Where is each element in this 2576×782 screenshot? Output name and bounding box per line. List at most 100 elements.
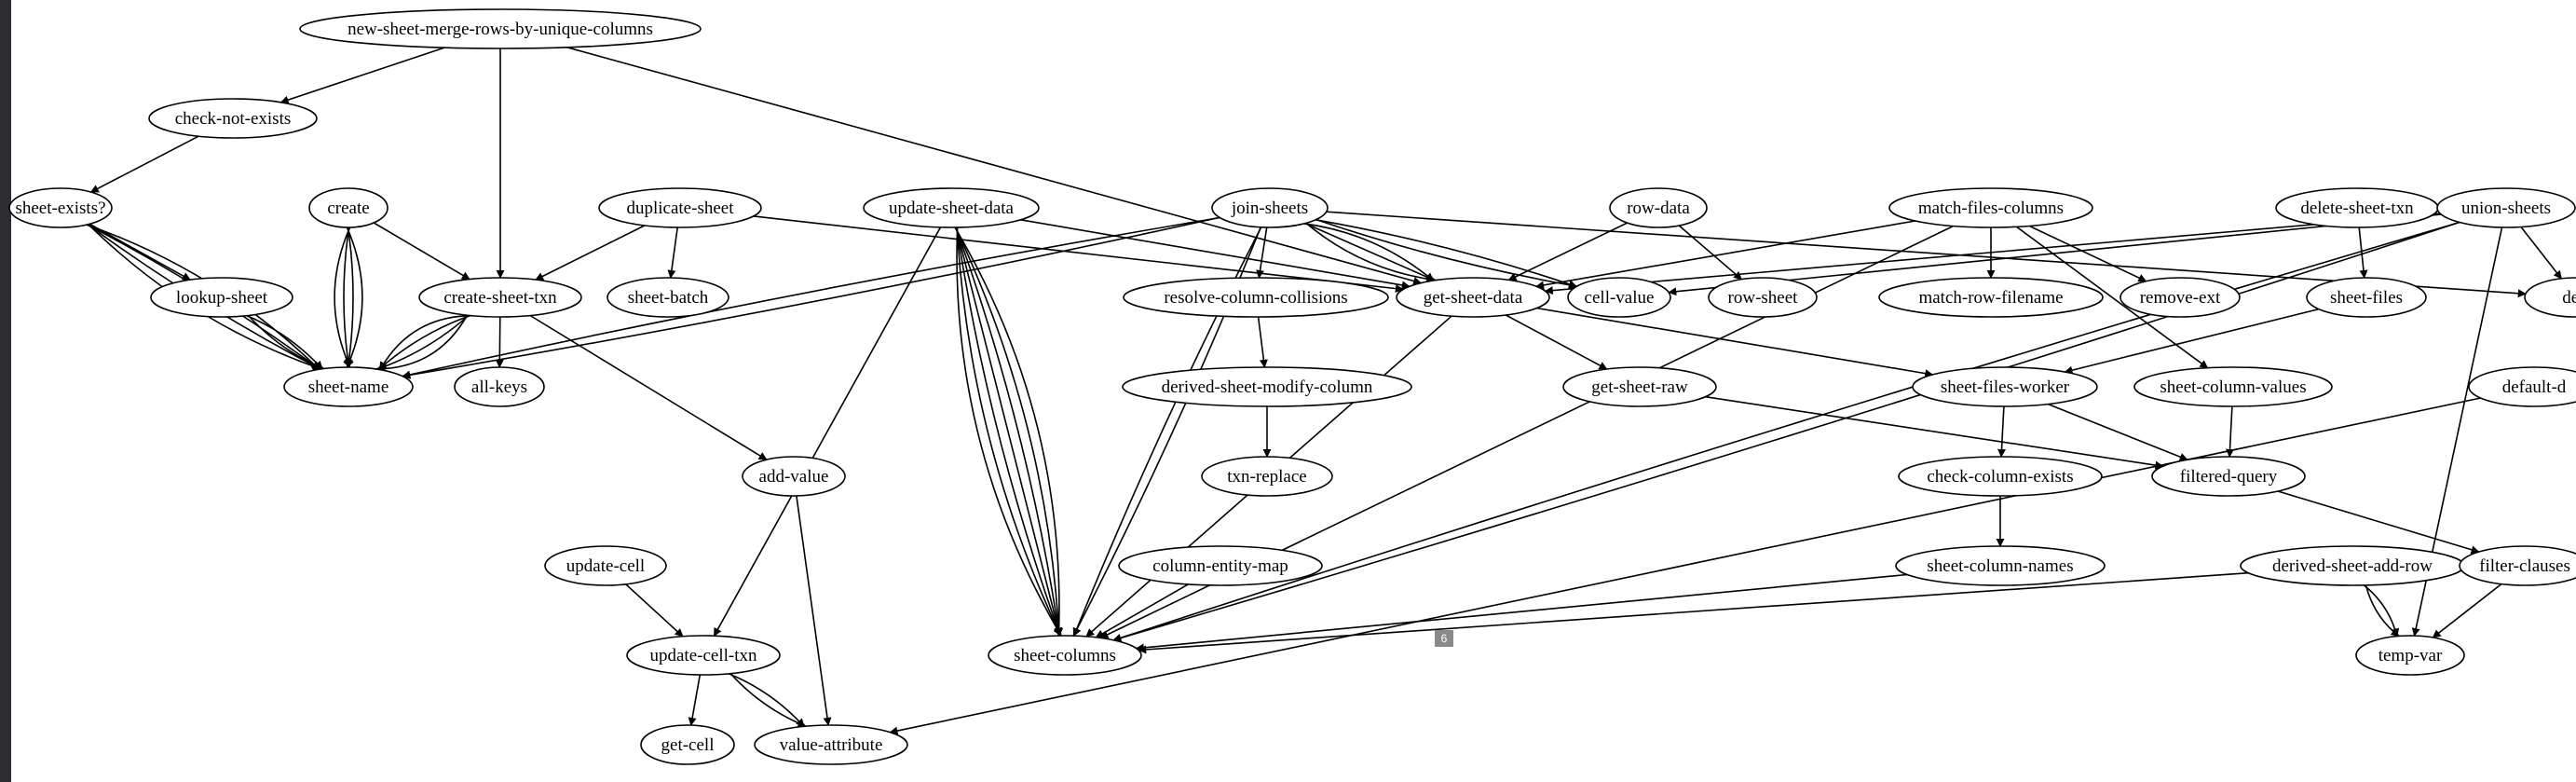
edge-derived-sheet-add-row-to-temp-var [2365,584,2400,638]
node-filter-clauses[interactable]: filter-clauses [2459,545,2576,586]
edge-join-sheets-to-cell-value [1315,218,1578,290]
node-shape [1898,456,2103,497]
node-default-d[interactable]: default-d [2468,366,2576,407]
edge-match-files-columns-to-sheet-column-values [2016,226,2209,369]
node-match-files-columns[interactable]: match-files-columns [1888,187,2093,228]
node-union-sheets[interactable]: union-sheets [2436,187,2576,228]
node-derived-sheet-modify-column[interactable]: derived-sheet-modify-column [1122,366,1412,407]
node-label: resolve-column-collisions [1164,288,1347,308]
node-label: sheet-files [2330,288,2403,308]
edge-create-sheet-txn-to-sheet-name [376,314,470,371]
node-label: get-sheet-data [1424,288,1523,308]
node-duplicate-sheet[interactable]: duplicate-sheet [598,187,762,228]
edge-duplicate-sheet-to-sheet-batch [667,226,678,279]
edge-filter-clauses-to-temp-var [2432,583,2502,638]
node-shape [1118,545,1323,586]
edge-add-value-to-value-attribute [796,495,832,726]
node-sheet-name[interactable]: sheet-name [283,366,414,407]
node-label: filtered-query [2180,467,2278,487]
edge-update-sheet-data-to-sheet-columns [956,226,1062,637]
node-txn-replace[interactable]: txn-replace [1201,456,1333,497]
node-shape [598,187,762,228]
node-deri[interactable]: deri [2524,277,2576,318]
node-sheet-column-values[interactable]: sheet-column-values [2133,366,2333,407]
node-cell-value[interactable]: cell-value [1567,277,1671,318]
node-label: update-sheet-data [889,199,1015,218]
node-get-sheet-data[interactable]: get-sheet-data [1396,277,1550,318]
node-label: sheet-columns [1014,646,1116,665]
node-column-entity-map[interactable]: column-entity-map [1118,545,1323,586]
node-shape [1562,366,1717,407]
node-derived-sheet-add-row[interactable]: derived-sheet-add-row [2240,545,2465,586]
node-add-value[interactable]: add-value [742,456,846,497]
node-match-row-filename[interactable]: match-row-filename [1878,277,2104,318]
node-create-sheet-txn[interactable]: create-sheet-txn [418,277,582,318]
node-sheet-files[interactable]: sheet-files [2306,277,2427,318]
edge-create-sheet-txn-to-sheet-name [375,314,469,374]
node-sheet-files-worker[interactable]: sheet-files-worker [1912,366,2098,407]
edge-sheet-files-worker-to-check-column-exists [1997,405,2007,458]
edge-new-sheet-merge-rows-by-unique-columns-to-check-not-exists [279,47,444,104]
node-update-cell-txn[interactable]: update-cell-txn [626,635,781,676]
node-delete-sheet-txn[interactable]: delete-sheet-txn [2275,187,2439,228]
node-shape [2119,277,2241,318]
edge-update-sheet-data-to-update-cell-txn [713,226,942,637]
node-all-keys[interactable]: all-keys [454,366,545,407]
node-label: get-cell [661,735,715,755]
node-shape [742,456,846,497]
edge-duplicate-sheet-to-create-sheet-txn [535,225,646,281]
node-shape [1912,366,2098,407]
node-shape [754,724,908,765]
node-shape [2436,187,2576,228]
edge-join-sheets-to-get-sheet-data [1304,222,1436,281]
node-shape [863,187,1040,228]
edge-match-files-columns-to-remove-ext [2028,225,2147,282]
node-label: deri [2562,288,2576,308]
edge-update-sheet-data-to-sheet-columns [954,226,1064,637]
node-sheet-columns[interactable]: sheet-columns [988,635,1142,676]
node-shape [2459,545,2576,586]
edge-count-badge-label: 6 [1441,632,1448,645]
node-label: cell-value [1585,288,1655,308]
node-value-attribute[interactable]: value-attribute [754,724,908,765]
node-shape [640,724,735,765]
node-shape [1895,545,2106,586]
node-join-sheets[interactable]: join-sheets [1211,187,1329,228]
node-label: sheet-files-worker [1941,377,2070,397]
node-create[interactable]: create [308,187,388,228]
node-shape [607,277,729,318]
node-sheet-exists[interactable]: sheet-exists? [8,187,113,228]
node-new-sheet-merge-rows-by-unique-columns[interactable]: new-sheet-merge-rows-by-unique-columns [299,8,702,49]
edge-sheet-column-names-to-sheet-columns [1135,573,1908,652]
node-shape [2133,366,2333,407]
nodes-layer: new-sheet-merge-rows-by-unique-columns ch… [8,8,2576,765]
node-shape [1201,456,1333,497]
node-row-sheet[interactable]: row-sheet [1708,277,1818,318]
edge-union-sheets-to-sheet-columns [1112,221,2460,642]
edge-create-to-sheet-name [346,226,363,368]
node-get-sheet-raw[interactable]: get-sheet-raw [1562,366,1717,407]
node-update-cell[interactable]: update-cell [544,545,667,586]
node-label: sheet-name [308,377,389,397]
node-shape [299,8,702,49]
node-check-not-exists[interactable]: check-not-exists [148,98,318,139]
node-temp-var[interactable]: temp-var [2355,635,2465,676]
node-sheet-batch[interactable]: sheet-batch [607,277,729,318]
node-filtered-query[interactable]: filtered-query [2151,456,2306,497]
node-shape [308,187,388,228]
node-remove-ext[interactable]: remove-ext [2119,277,2241,318]
node-label: sheet-batch [628,288,709,308]
node-row-data[interactable]: row-data [1609,187,1708,228]
edge-union-sheets-to-deri [2520,226,2562,280]
edge-update-cell-to-update-cell-txn [625,583,684,638]
node-label: derived-sheet-add-row [2272,556,2433,576]
node-update-sheet-data[interactable]: update-sheet-data [863,187,1040,228]
node-label: temp-var [2378,646,2443,665]
node-check-column-exists[interactable]: check-column-exists [1898,456,2103,497]
node-label: row-sheet [1728,288,1799,308]
node-sheet-column-names[interactable]: sheet-column-names [1895,545,2106,586]
edge-create-to-sheet-name [334,226,351,368]
node-lookup-sheet[interactable]: lookup-sheet [150,277,293,318]
node-resolve-column-collisions[interactable]: resolve-column-collisions [1123,277,1389,318]
node-get-cell[interactable]: get-cell [640,724,735,765]
